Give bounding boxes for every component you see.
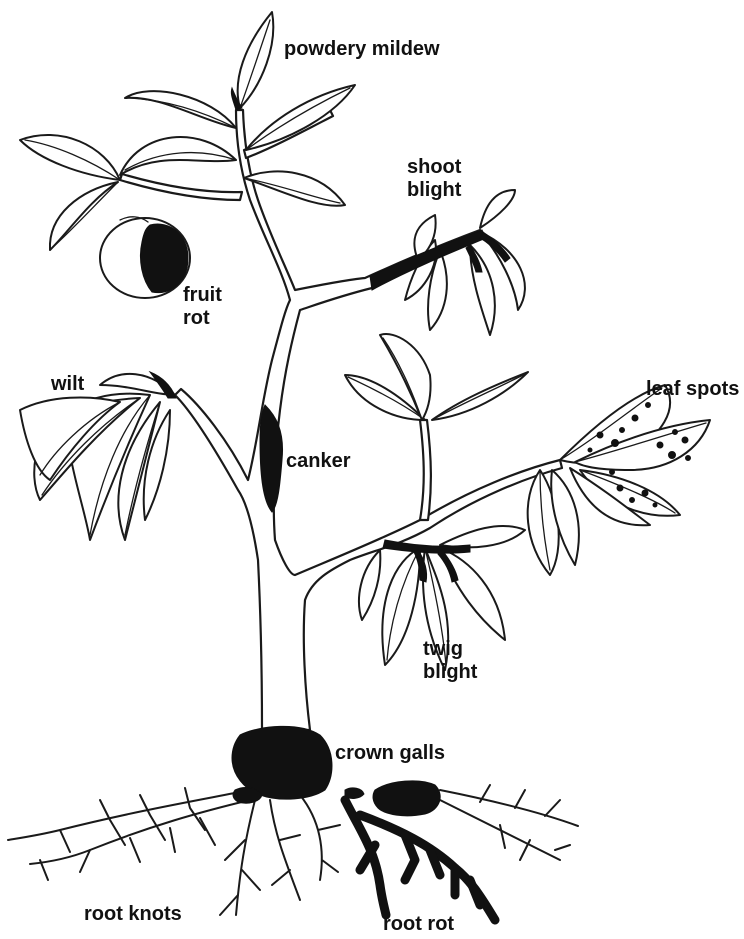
label-twig-blight-line1: twig: [423, 638, 477, 661]
crown-galls: [232, 726, 440, 815]
label-root-rot-text: root rot: [383, 913, 454, 936]
label-fruit-rot: fruit rot: [183, 284, 222, 330]
label-shoot-blight: shoot blight: [407, 156, 461, 202]
label-shoot-blight-line2: blight: [407, 179, 461, 202]
label-powdery-mildew: powdery mildew: [284, 38, 440, 61]
label-leaf-spots-text: leaf spots: [646, 378, 739, 401]
label-crown-galls-text: crown galls: [335, 742, 445, 765]
label-crown-galls: crown galls: [335, 742, 445, 765]
label-powdery-mildew-text: powdery mildew: [284, 38, 440, 61]
label-wilt-text: wilt: [51, 373, 84, 396]
label-fruit-rot-line1: fruit: [183, 284, 222, 307]
label-twig-blight: twig blight: [423, 638, 477, 684]
label-wilt: wilt: [51, 373, 84, 396]
label-canker-text: canker: [286, 450, 351, 473]
label-fruit-rot-line2: rot: [183, 307, 222, 330]
label-root-rot: root rot: [383, 913, 454, 936]
label-canker: canker: [286, 450, 351, 473]
fruit: [100, 217, 190, 298]
label-root-knots-text: root knots: [84, 903, 182, 926]
label-shoot-blight-line1: shoot: [407, 156, 461, 179]
leaves: [20, 12, 710, 670]
label-leaf-spots: leaf spots: [646, 378, 739, 401]
root-system: [8, 785, 578, 920]
label-root-knots: root knots: [84, 903, 182, 926]
label-twig-blight-line2: blight: [423, 661, 477, 684]
